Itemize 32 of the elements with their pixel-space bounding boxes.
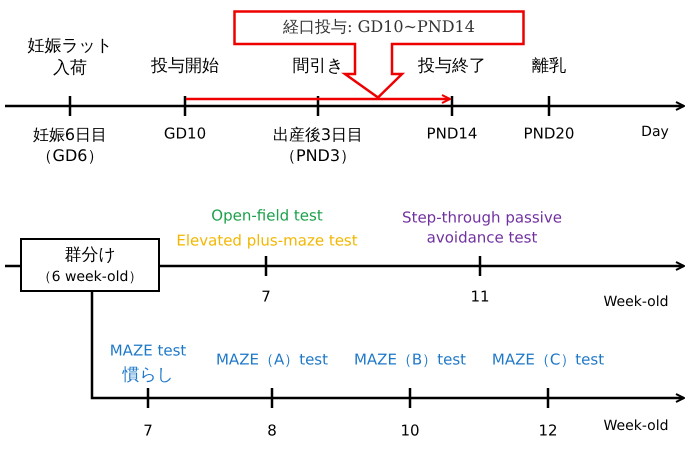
callout-text: 経口投与: GD10~PND14 xyxy=(282,16,476,38)
group-box xyxy=(20,238,160,292)
test-label: Step-through passive avoidance test xyxy=(401,208,563,248)
date-label: 出産後3日目（PND3） xyxy=(272,125,364,167)
axis-label: Day xyxy=(641,122,669,142)
tick-label: 7 xyxy=(261,287,271,307)
box-title: 群分け xyxy=(64,244,116,267)
event-label: 離乳 xyxy=(532,54,566,78)
event-label: 間引き xyxy=(292,54,344,78)
event-label: 投与終了 xyxy=(418,54,486,78)
date-label: PND14 xyxy=(426,124,478,144)
callout-box xyxy=(233,10,525,99)
test-label: MAZE test xyxy=(110,341,186,361)
test-label: 慣らし xyxy=(122,364,174,386)
tick-label: 11 xyxy=(470,287,490,307)
event-label: 妊娠ラット入荷 xyxy=(26,34,114,80)
axis-label: Week-old xyxy=(604,292,668,312)
box-subtitle: （6 week-old） xyxy=(38,268,142,288)
date-label: GD10 xyxy=(164,124,206,144)
date-label: PND20 xyxy=(524,124,574,144)
test-label: Open-field test xyxy=(211,206,323,226)
test-label: Elevated plus-maze test xyxy=(176,231,358,251)
event-label: 投与開始 xyxy=(151,54,219,78)
test-label: MAZE（A）test xyxy=(216,350,328,370)
test-label: MAZE（C）test xyxy=(492,350,604,370)
tick-label: 12 xyxy=(538,421,558,441)
axis-label: Week-old xyxy=(604,416,668,436)
tick-label: 10 xyxy=(400,421,420,441)
tick-label: 8 xyxy=(267,421,277,441)
date-label: 妊娠6日目（GD6） xyxy=(32,125,108,167)
tick-label: 7 xyxy=(143,421,153,441)
test-label: MAZE（B）test xyxy=(354,350,466,370)
